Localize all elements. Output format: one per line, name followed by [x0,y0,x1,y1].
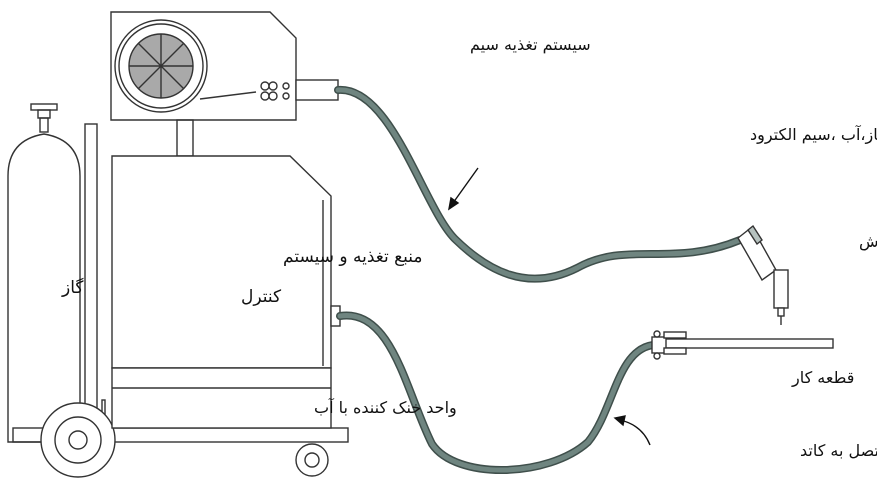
anode-hose [334,85,744,283]
cathode-hose [336,311,657,474]
label-anode-cable: سیم متصل به آند، گاز،آب ،سیم الکترود [750,125,877,145]
wire-feed-unit [110,11,339,121]
label-gas: گاز [61,277,84,298]
welding-torch [737,224,789,325]
cooling-unit [111,367,332,429]
large-wheel [40,402,116,478]
power-supply-unit [111,155,341,369]
label-power-line2: کنترل [241,287,282,307]
label-torch: انبر جوش [859,232,877,252]
label-power-line1: منبع تغذیه و سیستم [283,247,423,267]
workpiece [659,338,834,349]
label-wire-feed: سیستم تغذیه سیم [470,35,591,54]
support-column [176,119,194,157]
label-workpiece: قطعه کار [791,368,854,388]
label-cooling: واحد خنک کننده با آب [314,398,457,418]
arrow-cathode-cable [613,415,651,446]
gas-cylinder [7,103,98,443]
arrow-anode-cable [448,167,479,211]
ground-clamp [651,330,687,360]
small-wheel [295,443,329,477]
label-cathode-cable: سیم متصل به کاتد [800,441,877,460]
